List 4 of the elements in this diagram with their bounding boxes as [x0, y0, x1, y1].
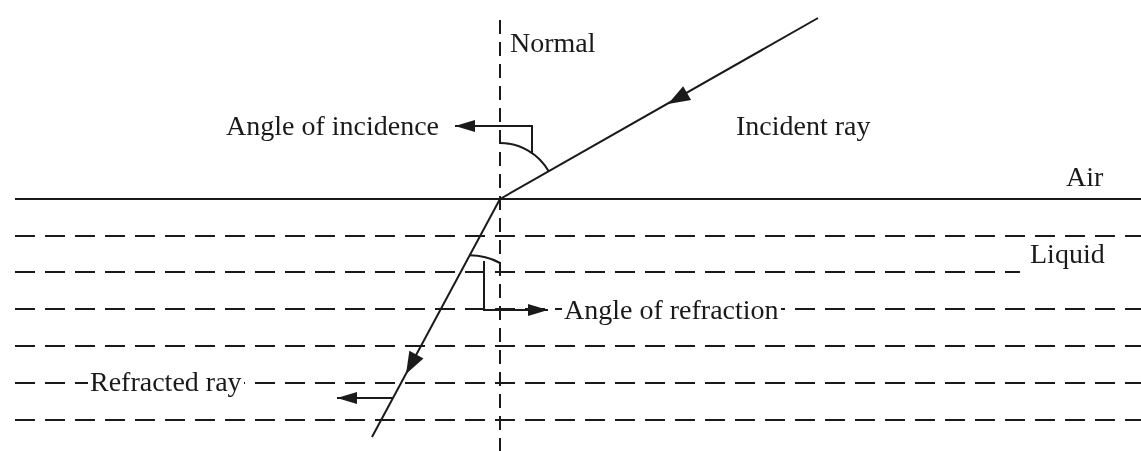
- leader-line: [454, 120, 533, 154]
- refracted-ray: [371, 199, 501, 438]
- leader-line: [336, 392, 394, 404]
- leader-line: [483, 260, 549, 316]
